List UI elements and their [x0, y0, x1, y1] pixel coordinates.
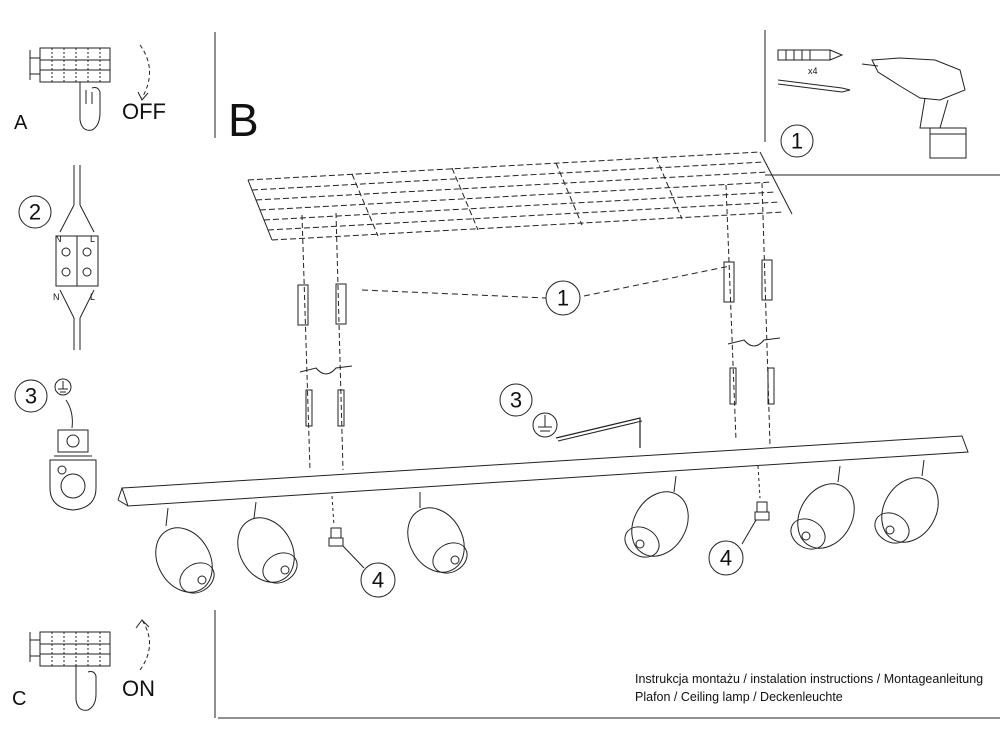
spotlight-5 — [790, 465, 855, 550]
callout-leaders — [361, 265, 731, 448]
panel-dividers — [214, 30, 1000, 719]
fuse-box-off-icon — [29, 44, 150, 131]
power-off-label: OFF — [122, 99, 166, 124]
drill-kit-icon — [777, 49, 967, 159]
callout-dowels: 1 — [557, 286, 569, 311]
terminal-l-bottom: L — [90, 292, 95, 302]
ceiling-surface — [247, 151, 793, 241]
cover-screw-left-icon — [328, 495, 365, 569]
footer-subtitle: Plafon / Ceiling lamp / Deckenleuchte — [635, 690, 843, 704]
spotlight-6 — [874, 459, 939, 544]
terminal-l-top: L — [90, 234, 95, 244]
spotlight-1 — [155, 507, 215, 594]
terminal-n-bottom: N — [53, 292, 60, 302]
callout-wiring: 2 — [29, 200, 41, 225]
callout-screw-left: 4 — [372, 568, 384, 593]
terminal-block-icon — [55, 165, 99, 350]
fuse-box-on-icon — [29, 619, 150, 711]
spotlight-3 — [407, 492, 468, 574]
callout-circles — [14, 124, 814, 598]
left-mounting-hardware — [297, 212, 353, 471]
callout-drill: 1 — [791, 129, 803, 154]
ground-bracket-icon — [49, 378, 97, 511]
spotlight-4 — [624, 475, 689, 558]
footer-title: Instrukcja montażu / instalation instruc… — [635, 672, 984, 686]
step-a-label: A — [14, 112, 28, 134]
light-rail — [117, 435, 969, 507]
step-c-label: C — [12, 688, 27, 710]
ground-symbol-icon — [532, 412, 558, 438]
footer-caption: Instrukcja montażu / instalation instruc… — [635, 670, 983, 706]
step-b-label: B — [228, 94, 259, 146]
spotlight-2 — [237, 501, 298, 584]
power-on-label: ON — [122, 676, 155, 701]
callout-ground: 3 — [25, 384, 37, 409]
terminal-n-top: N — [55, 234, 62, 244]
kit-quantity: x4 — [808, 66, 818, 76]
cover-screw-right-icon — [741, 465, 770, 545]
right-mounting-hardware — [723, 182, 781, 446]
callout-grounding: 3 — [510, 388, 522, 413]
callout-screw-right: 4 — [720, 546, 732, 571]
